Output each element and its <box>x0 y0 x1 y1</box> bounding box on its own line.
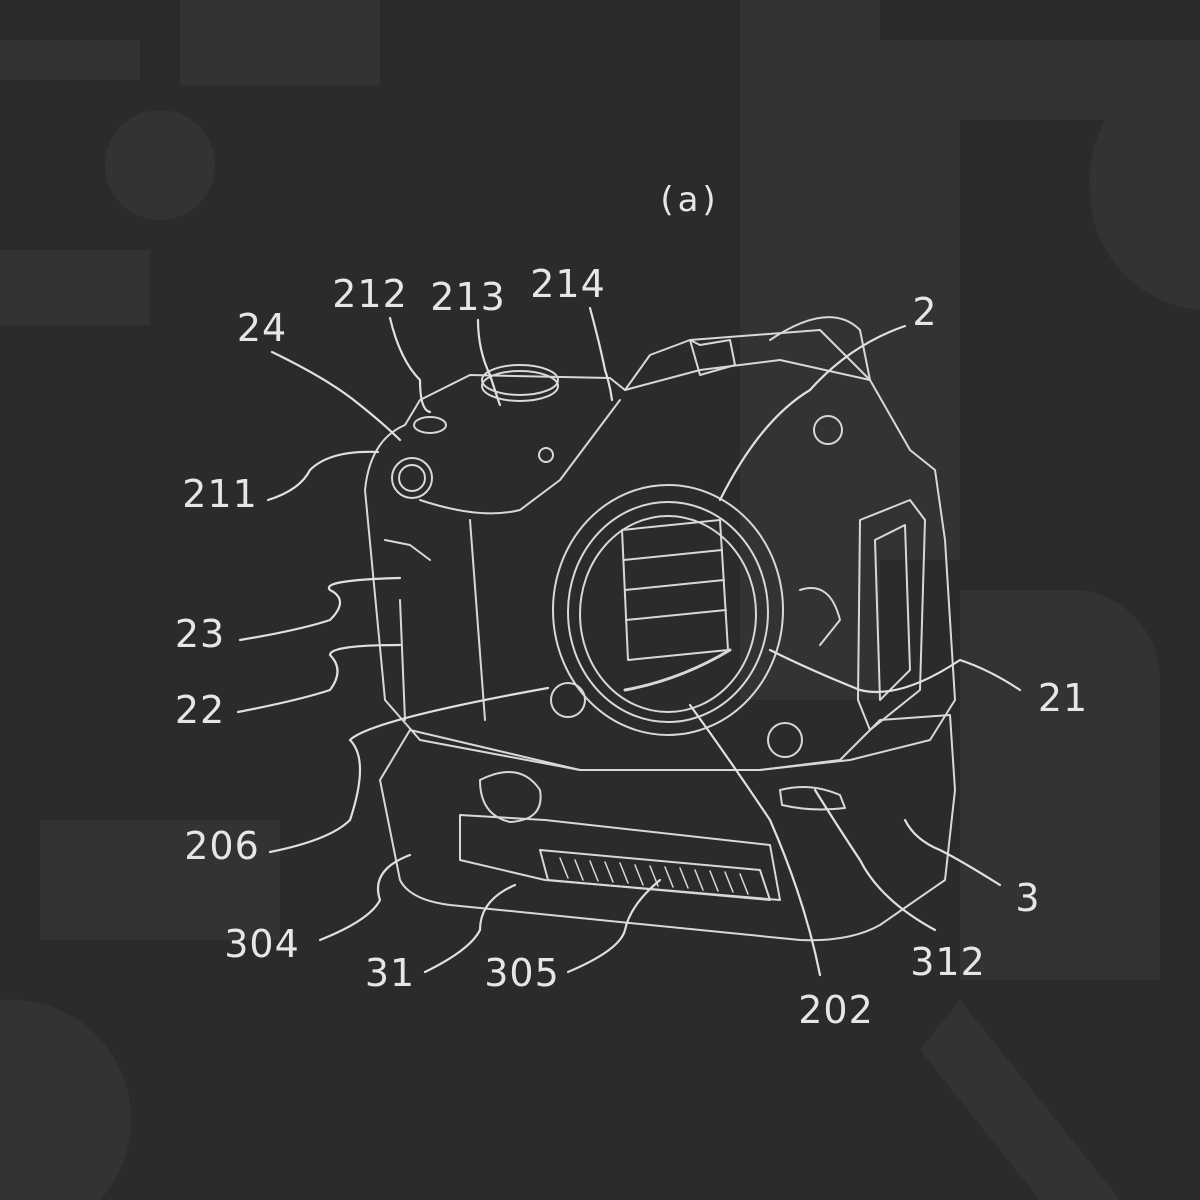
label-206: 206 <box>184 824 260 868</box>
label-202: 202 <box>798 988 874 1032</box>
label-304: 304 <box>224 922 300 966</box>
label-305: 305 <box>484 951 560 995</box>
lock-lever <box>779 785 846 811</box>
lens-release-button <box>550 682 586 718</box>
label-21: 21 <box>1037 676 1089 720</box>
label-212: 212 <box>332 272 408 316</box>
battery-grip <box>379 714 956 942</box>
mode-dial <box>481 364 559 396</box>
shutter-button <box>391 457 433 499</box>
leader-lines <box>236 306 1022 977</box>
shutter-curtain <box>621 519 729 661</box>
label-213: 213 <box>430 275 506 319</box>
label-24: 24 <box>236 306 288 350</box>
mount-contacts <box>623 648 732 692</box>
label-3: 3 <box>1015 876 1041 920</box>
label-211: 211 <box>182 472 258 516</box>
label-23: 23 <box>174 612 226 656</box>
hot-shoe <box>689 339 736 376</box>
vent-slots <box>559 857 749 895</box>
camera-body <box>364 329 956 771</box>
label-31: 31 <box>364 951 416 995</box>
label-214: 214 <box>530 262 606 306</box>
lens-mount <box>552 484 784 736</box>
label-312: 312 <box>910 940 986 984</box>
label-22: 22 <box>174 688 226 732</box>
label-2: 2 <box>912 290 938 334</box>
figure-caption: (a) <box>660 180 720 220</box>
grip-panel <box>459 814 781 901</box>
